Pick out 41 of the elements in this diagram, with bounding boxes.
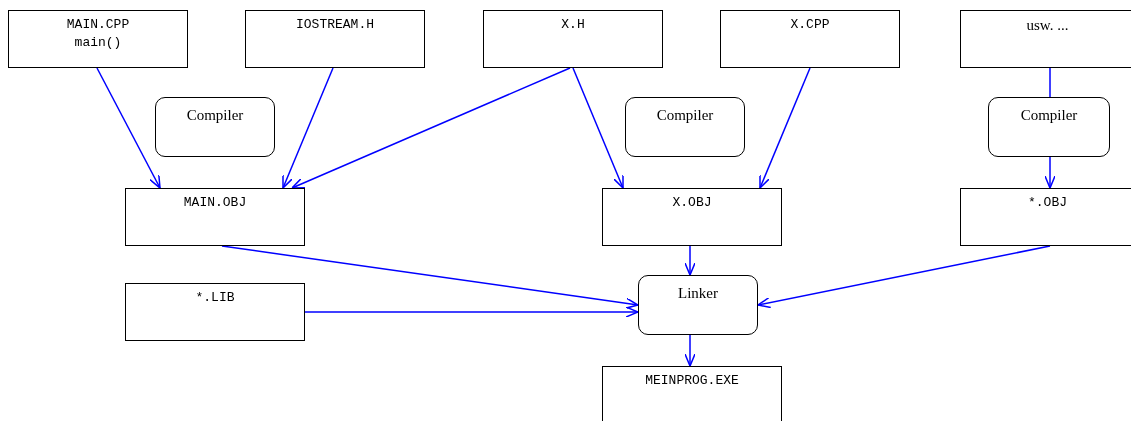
- file-name: X.H: [561, 16, 585, 34]
- process-box: [625, 97, 745, 157]
- arrow: [96, 67, 161, 189]
- file-box: [960, 10, 1131, 68]
- arrow: [684, 245, 696, 276]
- process-label: Linker: [678, 284, 718, 302]
- arrow: [282, 67, 334, 189]
- file-box: [8, 10, 188, 68]
- arrow: [759, 67, 811, 189]
- process-box: [988, 97, 1110, 157]
- process-box: [638, 275, 758, 335]
- arrow: [221, 245, 639, 309]
- file-name: main(): [74, 34, 122, 52]
- file-name: MAIN.OBJ: [183, 194, 247, 212]
- arrow: [291, 67, 571, 189]
- arrow: [1044, 156, 1056, 189]
- file-name: usw. ...: [1026, 16, 1069, 34]
- file-box: [125, 283, 305, 341]
- connector-line: [1049, 67, 1051, 98]
- file-box: [602, 366, 782, 421]
- file-name: MAIN.CPP: [66, 16, 130, 34]
- arrow: [684, 334, 696, 367]
- file-name: MEINPROG.EXE: [645, 372, 739, 390]
- file-box: [125, 188, 305, 246]
- file-box: [602, 188, 782, 246]
- arrow: [304, 306, 639, 318]
- file-box: [960, 188, 1131, 246]
- file-name: IOSTREAM.H: [296, 16, 374, 34]
- file-name: *.LIB: [195, 289, 235, 307]
- arrow: [572, 67, 624, 189]
- file-box: [483, 10, 663, 68]
- file-name: X.CPP: [790, 16, 830, 34]
- file-box: [720, 10, 900, 68]
- process-label: Compiler: [186, 106, 244, 124]
- file-name: *.OBJ: [1028, 194, 1067, 212]
- file-name: X.OBJ: [672, 194, 712, 212]
- process-label: Compiler: [1020, 106, 1078, 124]
- file-box: [245, 10, 425, 68]
- arrow: [757, 245, 1051, 309]
- process-label: Compiler: [656, 106, 714, 124]
- process-box: [155, 97, 275, 157]
